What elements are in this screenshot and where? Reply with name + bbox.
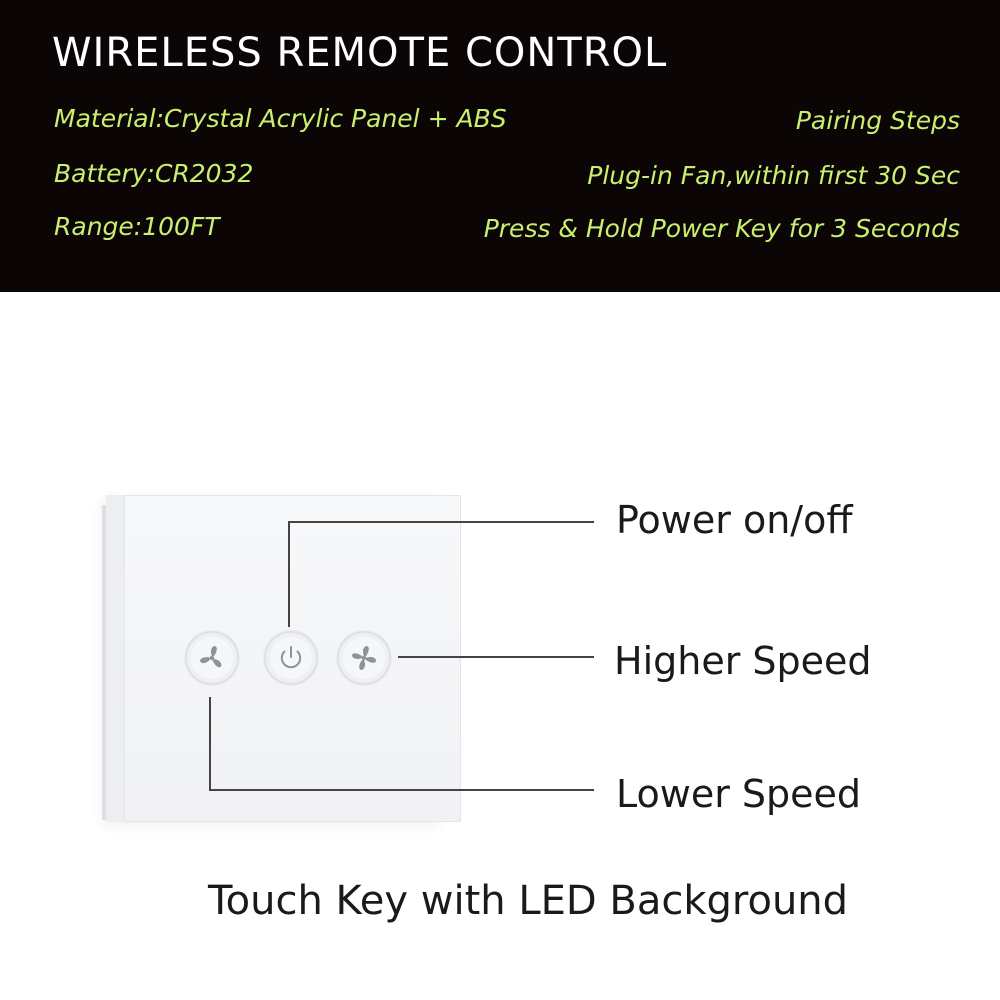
spec-material: Material:Crystal Acrylic Panel + ABS [54, 104, 507, 133]
panel-edge [102, 505, 124, 820]
pairing-step-1: Plug-in Fan,within first 30 Sec [587, 161, 960, 190]
pairing-heading: Pairing Steps [795, 106, 960, 135]
pairing-step-2: Press & Hold Power Key for 3 Seconds [483, 214, 960, 243]
power-icon [280, 646, 302, 669]
higher-speed-callout: Higher Speed [614, 639, 872, 683]
power-key[interactable] [264, 631, 318, 685]
power-callout: Power on/off [616, 498, 853, 542]
higher-speed-key[interactable] [337, 631, 391, 685]
power-leader-horizontal [288, 521, 594, 523]
lower-speed-callout: Lower Speed [616, 772, 862, 816]
lower-speed-key[interactable] [185, 631, 239, 685]
power-leader-vertical [288, 521, 290, 627]
fan-high-icon [352, 646, 376, 670]
page-title: WIRELESS REMOTE CONTROL [52, 30, 668, 76]
spec-battery: Battery:CR2032 [54, 159, 254, 188]
higher-leader [398, 656, 594, 658]
header-banner: WIRELESS REMOTE CONTROL Material:Crystal… [0, 0, 1000, 292]
spec-range: Range:100FT [54, 212, 220, 241]
lower-leader-horizontal [209, 789, 594, 791]
footer-caption: Touch Key with LED Background [208, 878, 849, 924]
lower-leader-vertical [209, 697, 211, 791]
fan-low-icon [200, 646, 222, 668]
